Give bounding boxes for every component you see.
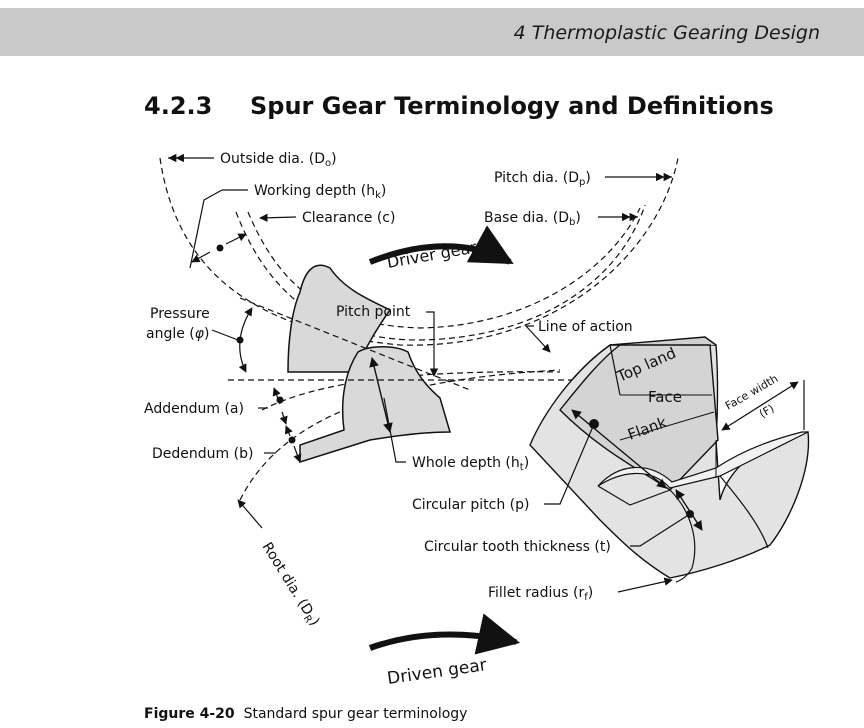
driver-gear-arrow — [368, 225, 514, 265]
driven-gear-label: Driven gear — [386, 655, 488, 689]
driver-gear-label: Driver gear — [385, 237, 478, 272]
fillet-radius-label: Fillet radius (rf) — [488, 585, 593, 603]
driver-tooth — [287, 264, 392, 373]
chapter-title: 4 Thermoplastic Gearing Design — [513, 22, 820, 44]
face-width-label-2: (F) — [757, 402, 776, 421]
base-circle — [247, 207, 641, 329]
figure-number: Figure 4-20 — [144, 706, 235, 722]
pitch-point-label: Pitch point — [336, 304, 411, 320]
dedendum-label: Dedendum (b) — [152, 446, 253, 462]
pitch-circle — [235, 204, 646, 341]
driven-gear-arrow — [368, 613, 521, 655]
outside-dia-label: Outside dia. (Do) — [220, 151, 337, 169]
line-of-action-label: Line of action — [538, 319, 633, 335]
pressure-angle-label-1: Pressure — [150, 306, 210, 322]
circular-pitch-label: Circular pitch (p) — [412, 497, 529, 513]
figure-text: Standard spur gear terminology — [243, 706, 468, 722]
section-number: 4.2.3 — [144, 92, 213, 120]
base-dia-label: Base dia. (Db) — [484, 210, 581, 228]
clearance-label: Clearance (c) — [302, 210, 395, 226]
header-band — [0, 8, 864, 56]
working-depth-label: Working depth (hk) — [254, 183, 386, 201]
pressure-angle-label-2: angle (φ) — [146, 326, 209, 342]
circular-tooth-thickness-label: Circular tooth thickness (t) — [424, 539, 611, 555]
section-title: Spur Gear Terminology and Definitions — [250, 92, 774, 120]
root-dia-label: Root dia. (DR) — [257, 540, 323, 630]
addendum-label: Addendum (a) — [144, 401, 244, 417]
figure-caption: Figure 4-20 Standard spur gear terminolo… — [144, 706, 467, 722]
outside-circle — [159, 157, 679, 346]
whole-depth-label: Whole depth (ht) — [412, 455, 529, 473]
pitch-dia-label: Pitch dia. (Dp) — [494, 170, 591, 188]
face-label: Face — [648, 388, 682, 406]
